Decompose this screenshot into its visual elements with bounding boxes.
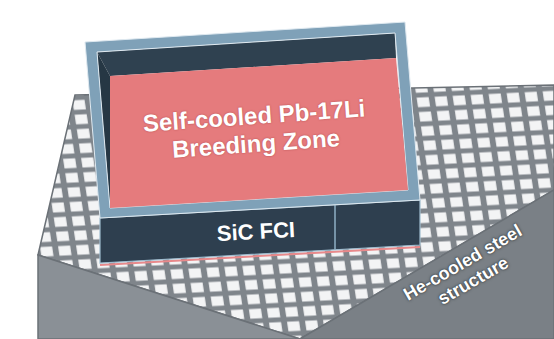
fci-rim — [85, 22, 420, 218]
breeding-zone: Self-cooled Pb-17Li Breeding Zone — [95, 50, 413, 212]
steel-front-face — [38, 255, 300, 339]
flow-channel-insert: SiC FCISelf-cooled Pb-17Li Breeding Zone — [80, 15, 430, 270]
breeding-zone-floor — [110, 58, 408, 208]
fci-wall-joint — [334, 205, 336, 250]
